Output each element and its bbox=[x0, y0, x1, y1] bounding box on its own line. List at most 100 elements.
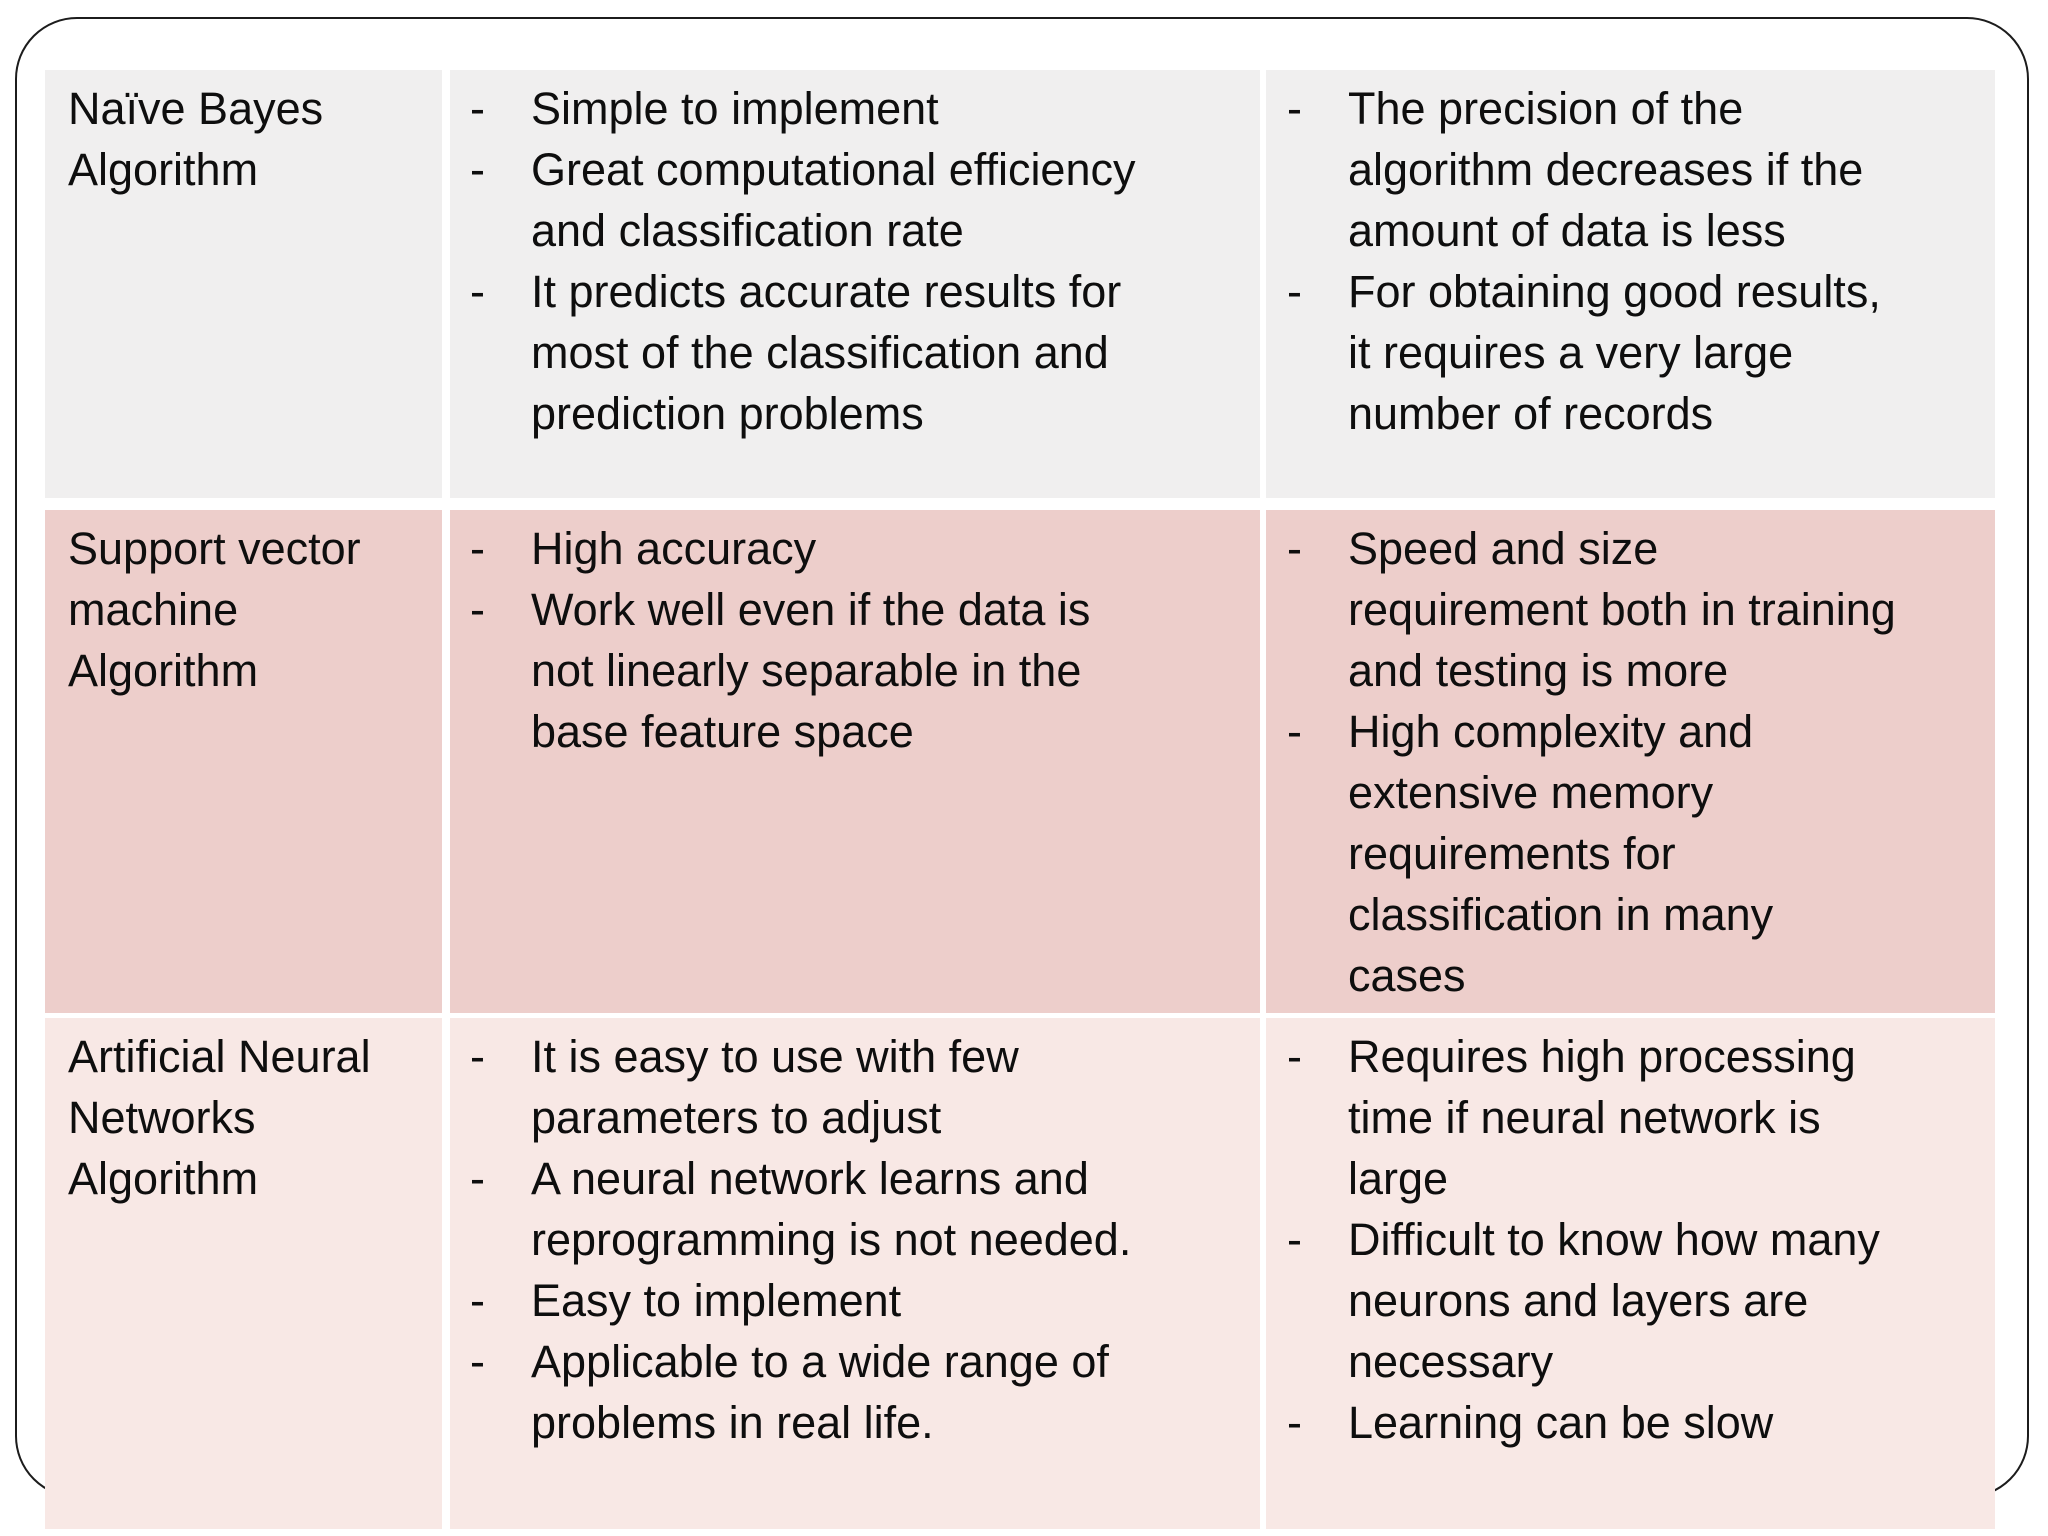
text-line: cases bbox=[1348, 950, 1466, 1001]
text-line: Algorithm bbox=[68, 144, 259, 195]
cons-bullet-item: -For obtaining good results, it requires … bbox=[1287, 261, 1985, 444]
bullet-dash-icon: - bbox=[1287, 83, 1302, 134]
text-line: Learning can be slow bbox=[1348, 1397, 1774, 1448]
cons-bullet-item: -Learning can be slow bbox=[1287, 1392, 1985, 1453]
bullet-lines: Applicable to a wide range of problems in… bbox=[531, 1331, 1250, 1453]
bullet-lines: Great computational efficiency and classi… bbox=[531, 139, 1250, 261]
pros-bullet-item: -It is easy to use with few parameters to… bbox=[470, 1026, 1250, 1148]
bullet-dash-icon: - bbox=[1287, 523, 1302, 574]
bullet-lines: Easy to implement bbox=[531, 1270, 1250, 1331]
bullet-lines: The precision of the algorithm decreases … bbox=[1348, 78, 1985, 261]
pros-cell: -High accuracy-Work well even if the dat… bbox=[450, 510, 1260, 1013]
text-line: A neural network learns and bbox=[531, 1153, 1089, 1204]
bullet-lines: Speed and size requirement both in traini… bbox=[1348, 518, 1985, 701]
text-line: and classification rate bbox=[531, 205, 964, 256]
text-line: Simple to implement bbox=[531, 83, 939, 134]
text-line: base feature space bbox=[531, 706, 914, 757]
text-line: number of records bbox=[1348, 388, 1714, 439]
pros-bullet-item: -A neural network learns and reprogrammin… bbox=[470, 1148, 1250, 1270]
text-line: requirements for bbox=[1348, 828, 1676, 879]
bullet-dash-icon: - bbox=[470, 523, 485, 574]
text-line: Speed and size bbox=[1348, 523, 1659, 574]
text-line: Networks bbox=[68, 1092, 256, 1143]
text-line: reprogramming is not needed. bbox=[531, 1214, 1132, 1265]
bullet-lines: It is easy to use with few parameters to … bbox=[531, 1026, 1250, 1148]
bullet-lines: It predicts accurate results for most of … bbox=[531, 261, 1250, 444]
text-line: amount of data is less bbox=[1348, 205, 1786, 256]
bullet-dash-icon: - bbox=[1287, 706, 1302, 757]
text-line: and testing is more bbox=[1348, 645, 1729, 696]
text-line: prediction problems bbox=[531, 388, 924, 439]
text-line: it requires a very large bbox=[1348, 327, 1794, 378]
pros-bullet-item: -Work well even if the data is not linear… bbox=[470, 579, 1250, 762]
text-line: problems in real life. bbox=[531, 1397, 934, 1448]
text-line: Requires high processing bbox=[1348, 1031, 1856, 1082]
text-line: Applicable to a wide range of bbox=[531, 1336, 1109, 1387]
bullet-lines: A neural network learns and reprogramming… bbox=[531, 1148, 1250, 1270]
bullet-lines: High accuracy bbox=[531, 518, 1250, 579]
bullet-dash-icon: - bbox=[470, 584, 485, 635]
text-line: requirement both in training bbox=[1348, 584, 1896, 635]
bullet-dash-icon: - bbox=[470, 1153, 485, 1204]
text-line: parameters to adjust bbox=[531, 1092, 942, 1143]
bullet-lines: Difficult to know how many neurons and la… bbox=[1348, 1209, 1985, 1392]
cons-bullet-item: -Requires high processing time if neural … bbox=[1287, 1026, 1985, 1209]
bullet-lines: Learning can be slow bbox=[1348, 1392, 1985, 1453]
cons-bullet-item: -Speed and size requirement both in train… bbox=[1287, 518, 1985, 701]
pros-bullet-item: -Easy to implement bbox=[470, 1270, 1250, 1331]
text-line: Support vector bbox=[68, 523, 361, 574]
text-line: It is easy to use with few bbox=[531, 1031, 1019, 1082]
bullet-lines: For obtaining good results, it requires a… bbox=[1348, 261, 1985, 444]
text-line: large bbox=[1348, 1153, 1449, 1204]
text-line: Difficult to know how many bbox=[1348, 1214, 1880, 1265]
text-line: The precision of the bbox=[1348, 83, 1744, 134]
text-line: High complexity and bbox=[1348, 706, 1754, 757]
text-line: Easy to implement bbox=[531, 1275, 902, 1326]
bullet-dash-icon: - bbox=[470, 83, 485, 134]
pros-bullet-item: -Applicable to a wide range of problems i… bbox=[470, 1331, 1250, 1453]
text-line: Artificial Neural bbox=[68, 1031, 371, 1082]
text-line: High accuracy bbox=[531, 523, 817, 574]
text-line: not linearly separable in the bbox=[531, 645, 1082, 696]
cons-bullet-item: -High complexity and extensive memory requ… bbox=[1287, 701, 1985, 1006]
bullet-lines: Work well even if the data is not linearl… bbox=[531, 579, 1250, 762]
bullet-dash-icon: - bbox=[1287, 266, 1302, 317]
text-line: Work well even if the data is bbox=[531, 584, 1091, 635]
text-line: For obtaining good results, bbox=[1348, 266, 1881, 317]
text-line: Naïve Bayes bbox=[68, 83, 324, 134]
text-line: machine bbox=[68, 584, 239, 635]
bullet-lines: High complexity and extensive memory requi… bbox=[1348, 701, 1985, 1006]
text-line: Algorithm bbox=[68, 1153, 259, 1204]
bullet-dash-icon: - bbox=[470, 1031, 485, 1082]
pros-bullet-item: -Simple to implement bbox=[470, 78, 1250, 139]
text-line: It predicts accurate results for bbox=[531, 266, 1122, 317]
bullet-dash-icon: - bbox=[1287, 1397, 1302, 1448]
bullet-dash-icon: - bbox=[470, 266, 485, 317]
bullet-lines: Simple to implement bbox=[531, 78, 1250, 139]
text-line: necessary bbox=[1348, 1336, 1554, 1387]
text-line: extensive memory bbox=[1348, 767, 1714, 818]
text-line: Great computational efficiency bbox=[531, 144, 1136, 195]
bullet-dash-icon: - bbox=[470, 1275, 485, 1326]
text-line: neurons and layers are bbox=[1348, 1275, 1809, 1326]
pros-bullet-item: -High accuracy bbox=[470, 518, 1250, 579]
text-line: algorithm decreases if the bbox=[1348, 144, 1864, 195]
text-line: classification in many bbox=[1348, 889, 1774, 940]
cons-bullet-item: -The precision of the algorithm decreases… bbox=[1287, 78, 1985, 261]
bullet-dash-icon: - bbox=[1287, 1214, 1302, 1265]
bullet-dash-icon: - bbox=[470, 1336, 485, 1387]
cons-bullet-item: -Difficult to know how many neurons and l… bbox=[1287, 1209, 1985, 1392]
text-line: time if neural network is bbox=[1348, 1092, 1821, 1143]
text-line: most of the classification and bbox=[531, 327, 1109, 378]
bullet-dash-icon: - bbox=[1287, 1031, 1302, 1082]
